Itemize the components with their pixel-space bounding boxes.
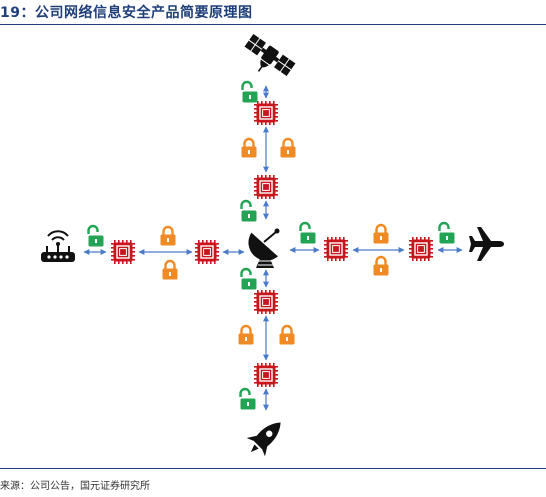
title-divider xyxy=(0,24,546,25)
open-lock-icon-right-center xyxy=(299,221,317,245)
encryption-chip-bottom-1 xyxy=(253,289,279,315)
closed-lock-icon-left-upper xyxy=(159,225,177,247)
figure-source: 来源：公司公告，国元证券研究所 xyxy=(0,481,150,492)
open-lock-icon-bottom xyxy=(239,387,257,411)
encryption-chip-left-1 xyxy=(110,239,136,265)
open-lock-icon-bottom-center xyxy=(240,267,258,291)
rocket-icon xyxy=(246,422,281,457)
closed-lock-icon-right-upper xyxy=(372,223,390,245)
encryption-chip-left-2 xyxy=(194,239,220,265)
encryption-chip-top-1 xyxy=(253,100,279,126)
open-lock-icon-right xyxy=(438,221,456,245)
closed-lock-icon-left-lower xyxy=(161,259,179,281)
airplane-icon xyxy=(469,227,504,261)
closed-lock-icon-bottom-right xyxy=(278,324,296,346)
open-lock-icon-top-center xyxy=(240,199,258,223)
figure-title: 19：公司网络信息安全产品简要原理图 xyxy=(0,5,253,21)
encryption-chip-right-2 xyxy=(408,236,434,262)
closed-lock-icon-right-lower xyxy=(372,255,390,277)
open-lock-icon-top xyxy=(241,80,259,104)
encryption-chip-right-1 xyxy=(323,236,349,262)
open-lock-icon-left xyxy=(87,224,105,248)
wifi-router-icon xyxy=(41,230,75,262)
closed-lock-icon-top-left xyxy=(240,137,258,159)
closed-lock-icon-bottom-left xyxy=(237,324,255,346)
satellite-dish-icon xyxy=(248,228,280,268)
closed-lock-icon-top-right xyxy=(279,137,297,159)
source-divider xyxy=(0,468,546,469)
satellite-icon xyxy=(243,33,297,77)
encryption-chip-top-2 xyxy=(253,174,279,200)
encryption-chip-bottom-2 xyxy=(253,362,279,388)
